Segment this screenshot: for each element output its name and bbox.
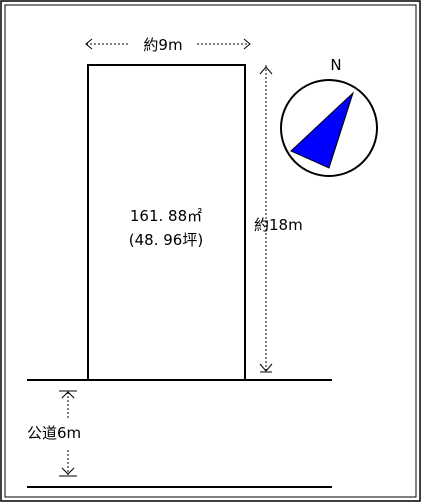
road-label: 公道6m <box>27 424 81 442</box>
compass-needle <box>290 91 355 169</box>
area-sqm-label: 161. 88㎡ <box>130 207 202 225</box>
depth-label: 約18m <box>254 216 303 234</box>
road-width-dimension <box>59 390 77 477</box>
width-label: 約9m <box>143 36 182 54</box>
frame-inner <box>4 4 417 498</box>
north-label: N <box>330 56 341 74</box>
width-dimension <box>85 38 251 50</box>
depth-dimension <box>259 65 273 373</box>
north-compass <box>280 79 378 177</box>
area-tsubo-label: (48. 96坪) <box>129 231 203 249</box>
